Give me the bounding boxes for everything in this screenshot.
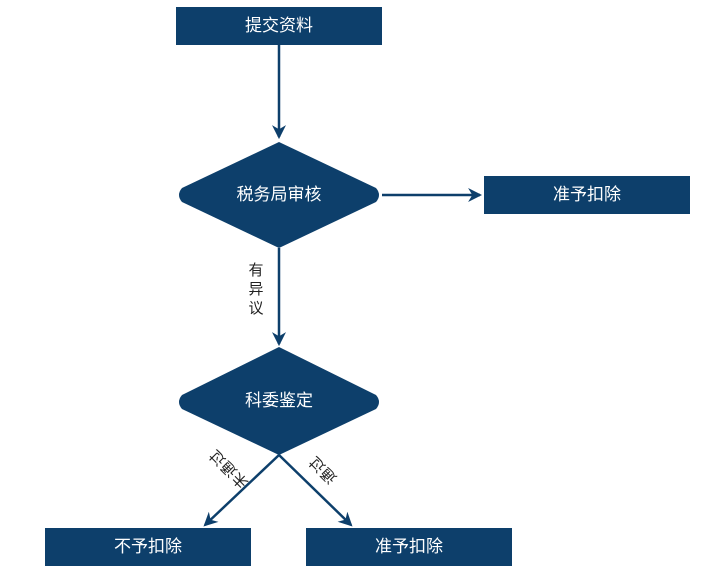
node-reject-box — [45, 528, 251, 566]
node-tax-review: 税务局审核 — [179, 142, 379, 248]
node-approve-top: 准予扣除 — [484, 176, 690, 214]
node-approve-bottom-box — [306, 528, 512, 566]
node-tax-review-diamond — [179, 142, 379, 248]
node-reject-label: 不予扣除 — [114, 537, 182, 557]
node-approve-top-label: 准予扣除 — [553, 185, 621, 205]
node-submit-label: 提交资料 — [245, 16, 313, 36]
node-sci-appraisal-diamond — [179, 347, 379, 455]
node-sci-appraisal: 科委鉴定 — [179, 347, 379, 455]
edge-label-not-passed: 未 通 过 — [206, 446, 252, 492]
edge-label-objection-char-3: 议 — [248, 299, 263, 317]
node-submit-box — [176, 7, 382, 45]
node-approve-top-box — [484, 176, 690, 214]
node-reject: 不予扣除 — [45, 528, 251, 566]
node-sci-appraisal-label: 科委鉴定 — [245, 391, 313, 411]
edge-label-objection-char-1: 有 — [248, 261, 263, 279]
edge-appraisal-to-approve — [278, 454, 353, 527]
edge-appraisal-to-reject — [203, 454, 280, 527]
edge-label-objection-char-2: 异 — [248, 280, 263, 298]
edge-label-objection: 有 异 议 — [248, 261, 263, 317]
node-approve-bottom: 准予扣除 — [306, 528, 512, 566]
edge-label-passed: 通 过 — [306, 453, 341, 488]
node-tax-review-label: 税务局审核 — [237, 185, 322, 205]
node-approve-bottom-label: 准予扣除 — [375, 537, 443, 557]
node-submit: 提交资料 — [176, 7, 382, 45]
